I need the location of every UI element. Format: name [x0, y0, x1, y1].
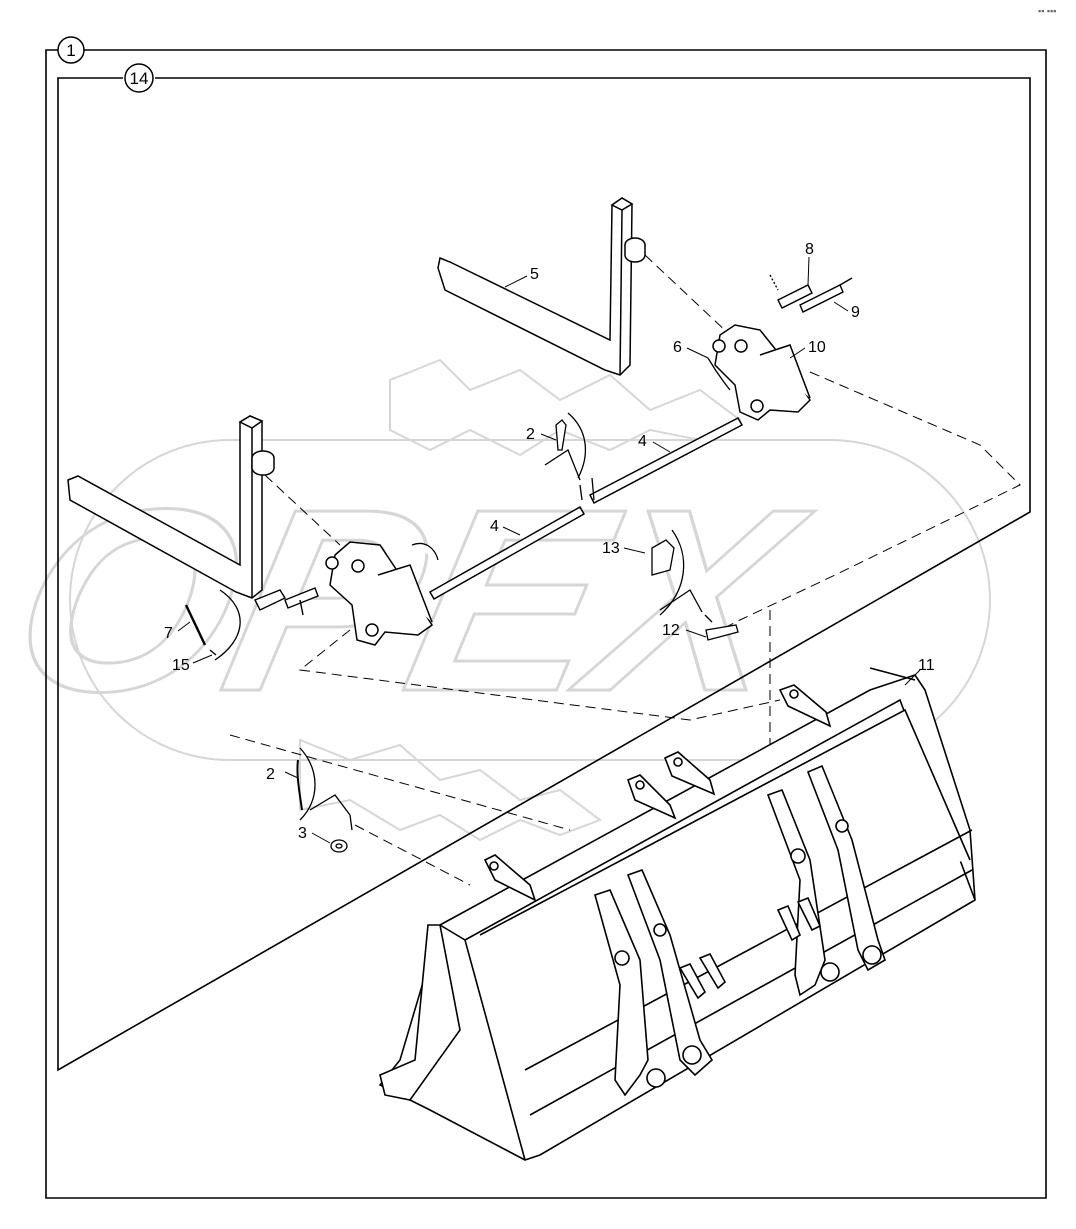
- outer-frame: [45, 49, 1047, 1199]
- callout-4-left: 4: [490, 518, 499, 535]
- callout-2-top: 2: [526, 426, 535, 443]
- leader-lines: [177, 256, 921, 844]
- callout-2-bottom: 2: [266, 766, 275, 783]
- bucket: [378, 667, 976, 1161]
- callout-4-right: 4: [638, 433, 647, 450]
- callout-10: 10: [808, 339, 826, 356]
- inner-frame-label: 14: [124, 63, 154, 93]
- inner-frame-id: 14: [130, 69, 149, 88]
- callout-8: 8: [805, 241, 814, 258]
- outer-frame-label: 1: [57, 36, 85, 64]
- callout-11: 11: [918, 657, 935, 674]
- bracket-rear: [712, 324, 811, 421]
- inner-frame: [57, 77, 1031, 1072]
- detail-arcs: [214, 412, 703, 821]
- corner-mark: ▪▪ ▪▪▪: [1038, 6, 1056, 16]
- callouts: 2 2 3 4 4 5 6 7 8 9 10 11 12 13 15: [164, 241, 935, 842]
- fork-rear: [437, 197, 646, 376]
- pins-left: [184, 587, 319, 656]
- pins-rear: [769, 274, 853, 313]
- callout-7: 7: [164, 625, 173, 642]
- callout-13: 13: [602, 540, 620, 557]
- fork-left: [67, 415, 275, 599]
- bracket-left: [325, 541, 434, 646]
- outer-frame-id: 1: [66, 41, 75, 60]
- callout-12: 12: [662, 622, 680, 639]
- callout-6: 6: [673, 339, 682, 356]
- callout-5: 5: [530, 266, 539, 283]
- rod-right: [588, 417, 744, 505]
- small-hardware: [296, 357, 739, 853]
- callout-9: 9: [851, 304, 860, 321]
- rod-left: [428, 505, 586, 601]
- callout-3: 3: [298, 825, 307, 842]
- callout-15: 15: [172, 657, 190, 674]
